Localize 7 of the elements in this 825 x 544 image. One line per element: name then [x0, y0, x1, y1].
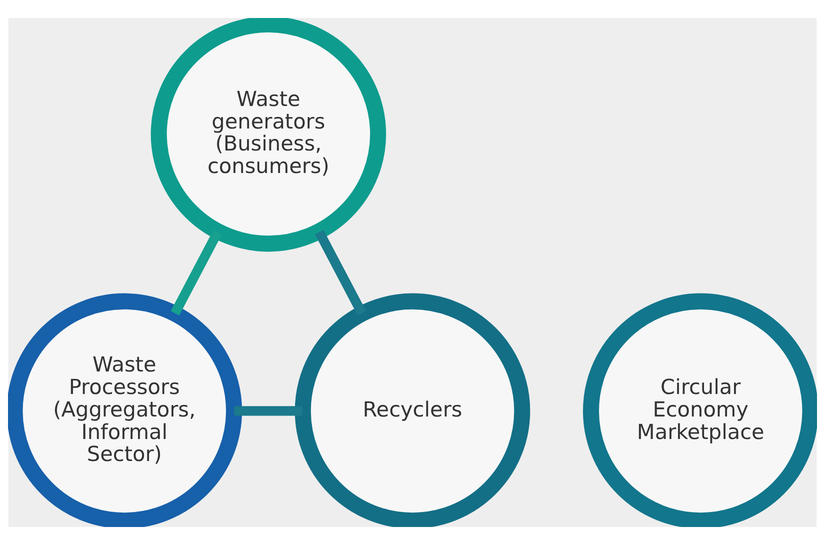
node-circle: Circular Economy Marketplace [582, 292, 817, 526]
node-circle: Waste generators (Business, consumers) [150, 18, 386, 252]
node-circle: Recyclers [294, 292, 530, 526]
node-circle: Waste Processors (Aggregators, Informal Sector) [8, 292, 242, 526]
connector [234, 406, 302, 416]
connector [170, 229, 222, 315]
connector [314, 229, 366, 315]
